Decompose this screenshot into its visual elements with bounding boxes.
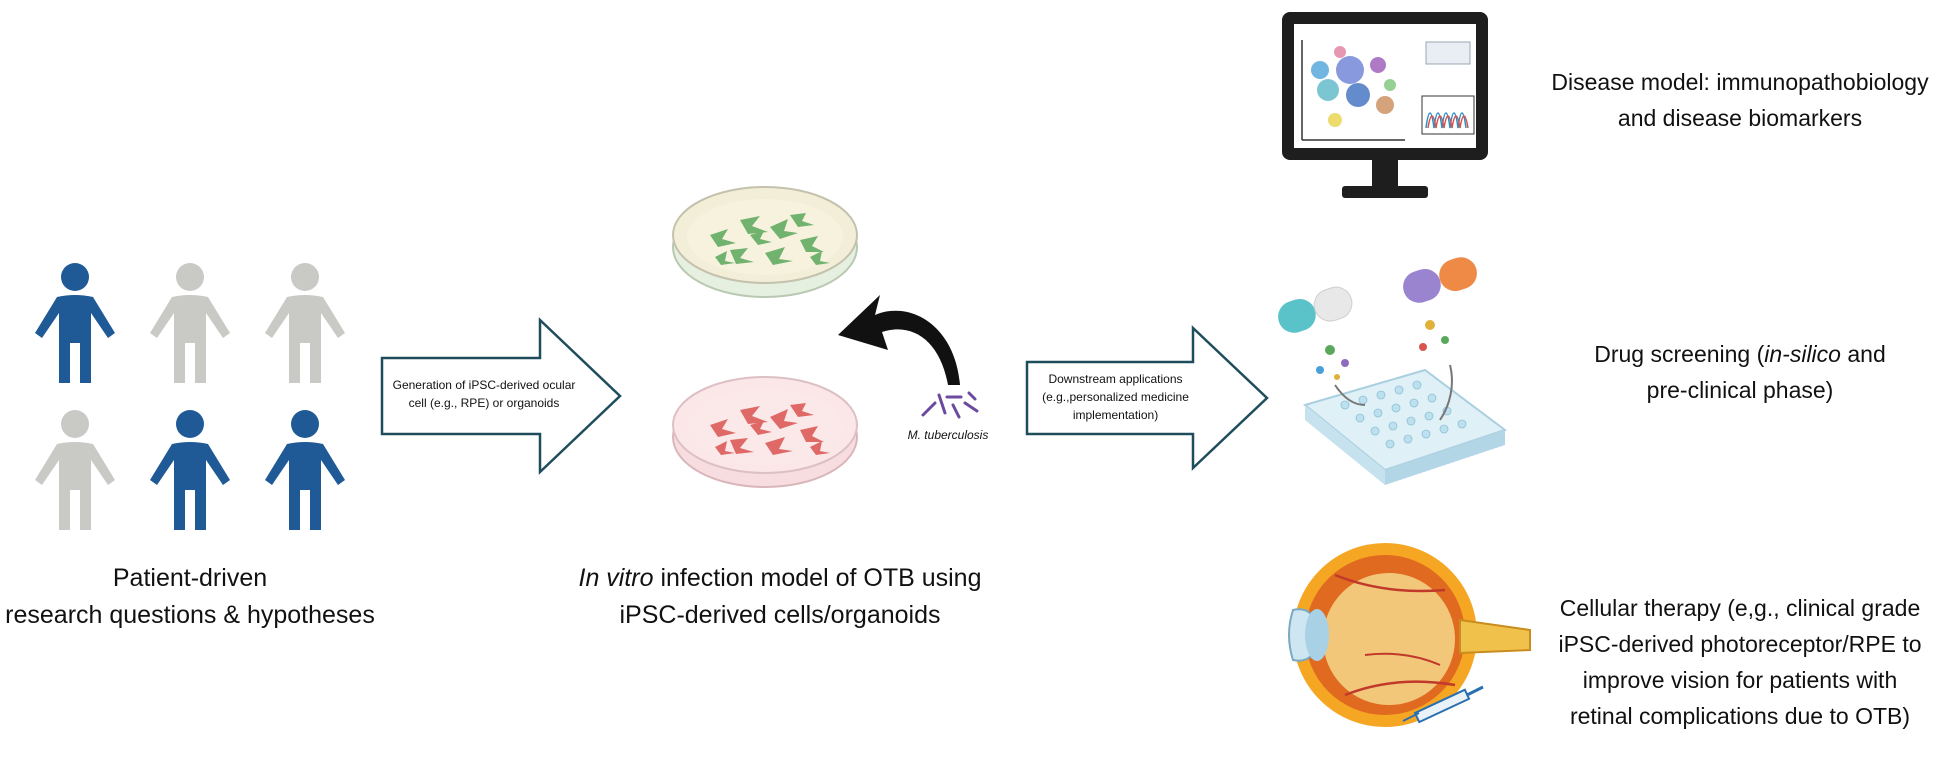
person-icon xyxy=(150,263,230,383)
eye-icon xyxy=(1288,543,1531,727)
disease-model-caption: Disease model: immunopathobiology and di… xyxy=(1551,69,1929,131)
syringe-icon xyxy=(1402,685,1484,724)
arrow-1 xyxy=(380,317,622,475)
infection-arrow xyxy=(838,295,960,385)
person-icon xyxy=(35,263,115,383)
capsule-icon xyxy=(1403,257,1477,303)
patient-figures xyxy=(35,263,345,530)
person-icon xyxy=(265,263,345,383)
arrow-2-label: Downstream applications (e.g.,personaliz… xyxy=(1042,372,1189,422)
model-caption: In vitro infection model of OTB using iP… xyxy=(578,564,982,629)
pathogen-label: M. tuberculosis xyxy=(907,428,989,442)
arrow-2 xyxy=(1025,325,1269,471)
drug-screening-icon xyxy=(1278,257,1508,485)
capsule-icon xyxy=(1278,286,1353,333)
person-icon xyxy=(265,410,345,530)
patients-caption: Patient-driven research questions & hypo… xyxy=(5,564,375,629)
arrow-1-label: Generation of iPSC-derived ocular cell (… xyxy=(392,378,576,410)
red-petri-dish xyxy=(672,376,858,488)
person-icon xyxy=(35,410,115,530)
cellular-therapy-caption: Cellular therapy (e,g., clinical grade i… xyxy=(1558,595,1922,729)
bacteria-icon xyxy=(921,391,979,419)
person-icon xyxy=(150,410,230,530)
drug-screening-caption: Drug screening (in-silico and pre-clinic… xyxy=(1594,341,1886,403)
monitor-icon xyxy=(1282,12,1488,198)
green-petri-dish xyxy=(672,186,858,298)
